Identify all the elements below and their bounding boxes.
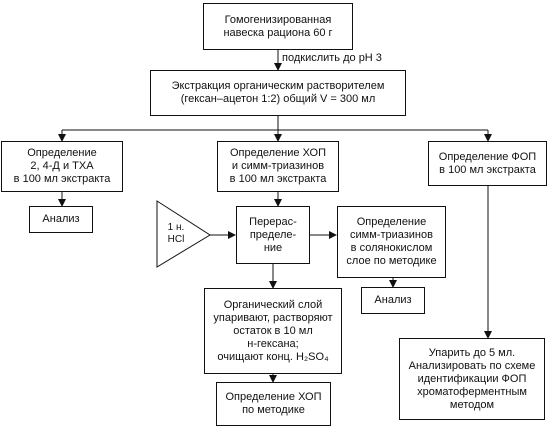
hcl-label: 1 н. HCl	[167, 222, 185, 245]
hcl-triangle	[156, 200, 211, 268]
determination-hop-box: Определение ХОП и симм-триазинов в 100 м…	[217, 141, 339, 192]
hop-by-method-box: Определение ХОП по методике	[216, 382, 331, 426]
evaporate-box: Упарить до 5 мл. Анализировать по схеме …	[399, 338, 545, 420]
determination-24d-box: Определение 2, 4-Д и ТХА в 100 мл экстра…	[1, 141, 123, 192]
organic-layer-box: Органический слой упаривают, растворяют …	[204, 288, 342, 374]
extraction-box: Экстракция органическим растворителем (г…	[150, 70, 406, 116]
analysis-left-box: Анализ	[29, 206, 93, 233]
acidify-note: подкислить до pH 3	[282, 52, 382, 64]
triazine-determination-box: Определение симм-триазинов в солянокисло…	[337, 206, 446, 278]
redistribution-box: Перерас- пределе- ние	[236, 206, 310, 264]
homogenized-sample-box: Гомогенизированная навеска рациона 60 г	[203, 3, 353, 50]
analysis-right-box: Анализ	[361, 287, 425, 314]
determination-fop-box: Определение ФОП в 100 мл экстракта	[428, 141, 547, 186]
